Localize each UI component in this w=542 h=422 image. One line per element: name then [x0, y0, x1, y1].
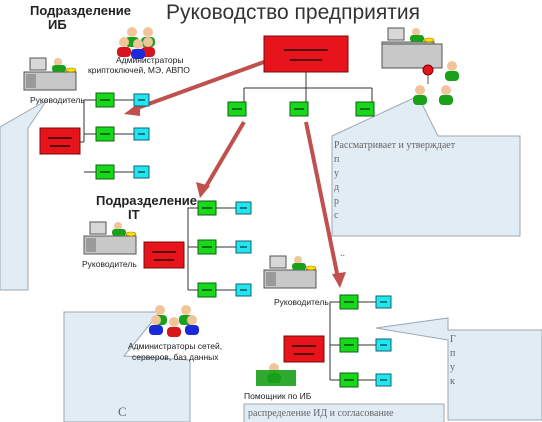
- callout-center-text-2: п: [334, 154, 340, 165]
- it-staff: [197, 200, 252, 298]
- callout-bottom-left-text: С: [118, 404, 127, 419]
- ib-head-desk: [23, 57, 77, 91]
- callout-right: [375, 317, 542, 421]
- it-red-box: [143, 241, 185, 269]
- ib-staff: [95, 92, 150, 180]
- callout-right-text-2: п: [450, 348, 456, 359]
- page-title: Руководство предприятия: [166, 1, 420, 24]
- dept-head-label: Руководитель: [274, 297, 329, 307]
- manager-desk: [381, 27, 459, 105]
- callout-right-text-1: Г: [450, 334, 456, 345]
- it-unit-title-line2: IT: [128, 207, 140, 222]
- callout-center-text-6: с: [334, 210, 339, 221]
- ib-admins-label-line1: Администраторы: [116, 55, 184, 65]
- callout-bottom: [243, 403, 445, 422]
- callout-bottom-left: [63, 311, 191, 422]
- ib-head-label: Руководитель: [30, 95, 85, 105]
- arrows: [124, 60, 346, 288]
- it-admins-label-line1: Администраторы сетей,: [128, 341, 223, 351]
- callout-center-text-5: р: [334, 196, 339, 207]
- callout-center-text-3: у: [334, 168, 339, 179]
- callout-center-text-4: д: [334, 182, 340, 193]
- callout-center: [331, 95, 521, 237]
- callout-center-text-1: Рассматривает и утверждает: [334, 140, 456, 151]
- it-head-desk: [83, 221, 137, 255]
- callout-right-text-4: к: [450, 376, 455, 387]
- connectors: [80, 72, 376, 381]
- callout-right-text-3: у: [450, 362, 455, 373]
- it-head-label: Руководитель: [82, 259, 137, 269]
- ib-unit-title-line2: ИБ: [48, 17, 67, 32]
- ib-assistant-label: Помощник по ИБ: [244, 391, 312, 401]
- dept-staff: [339, 294, 392, 388]
- ib-unit-title-line1: Подразделение: [30, 3, 132, 18]
- it-unit-title-line1: Подразделение: [96, 193, 198, 208]
- dept-head-desk: [263, 255, 317, 289]
- management-box: [263, 35, 349, 73]
- department-boxes: [227, 101, 375, 117]
- it-admins-group: [149, 305, 199, 337]
- ib-red-box: [39, 127, 81, 155]
- callout-dots: ..: [340, 248, 345, 259]
- ib-assistant-figure: [256, 363, 296, 386]
- it-admins-label-line2: серверов, баз данных: [132, 352, 219, 362]
- dept-red-box: [283, 335, 325, 363]
- callout-bottom-text: распределение ИД и согласование: [248, 408, 394, 419]
- callout-left: [0, 99, 48, 291]
- ib-admins-label-line2: криптоключей, МЭ, АВПО: [88, 65, 190, 75]
